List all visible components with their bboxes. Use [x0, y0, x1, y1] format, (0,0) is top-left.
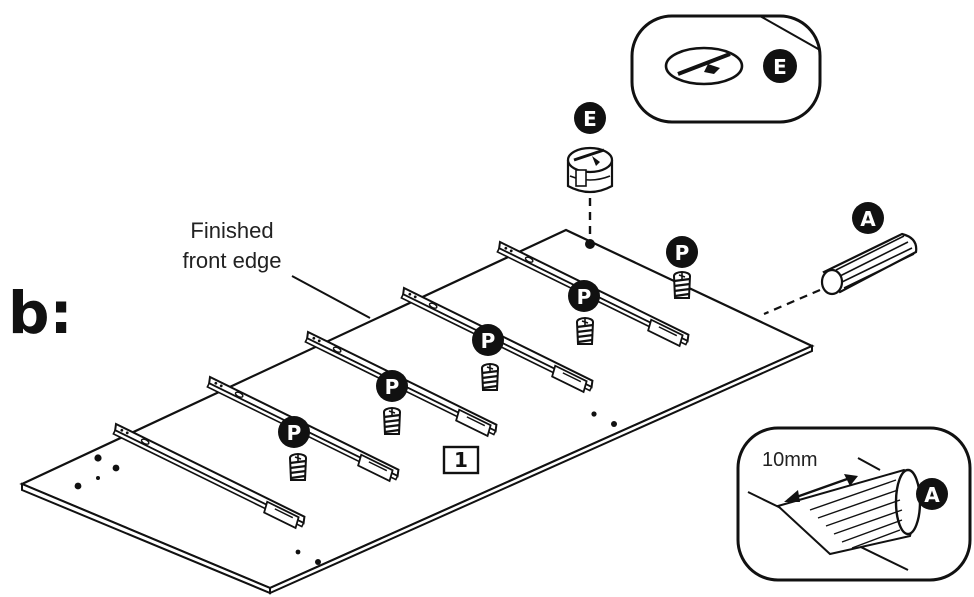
- part-badge-p-5: P: [666, 236, 698, 268]
- insert-screw-4: [575, 316, 595, 346]
- svg-text:P: P: [675, 241, 690, 265]
- part-badge-p-1: P: [278, 416, 310, 448]
- part-badge-e: E: [574, 102, 606, 134]
- part-badge-a: A: [852, 202, 884, 234]
- svg-text:P: P: [287, 421, 302, 445]
- svg-text:Finished: Finished: [190, 218, 273, 243]
- panel-number-box: 1: [442, 445, 480, 475]
- dowel: [763, 232, 918, 316]
- svg-text:P: P: [577, 285, 592, 309]
- panel: [19, 228, 815, 595]
- callout-top: E: [630, 14, 822, 124]
- svg-text:P: P: [481, 329, 496, 353]
- part-badge-p-4: P: [568, 280, 600, 312]
- svg-text:P: P: [385, 375, 400, 399]
- svg-text:E: E: [773, 55, 787, 79]
- svg-text:A: A: [924, 483, 940, 507]
- part-badge-p-2: P: [376, 370, 408, 402]
- insert-screw-1: [288, 452, 308, 482]
- callout-bottom: 10mm A: [736, 426, 972, 582]
- insert-screw-2: [382, 406, 402, 436]
- svg-text:A: A: [860, 207, 876, 231]
- svg-text:1: 1: [454, 448, 468, 472]
- cam-lock: [566, 146, 614, 236]
- insert-screw-3: [480, 362, 500, 392]
- front-edge-annotation: Finished front edge: [182, 218, 371, 319]
- svg-text:front edge: front edge: [182, 248, 281, 273]
- svg-text:10mm: 10mm: [762, 449, 818, 471]
- part-badge-p-3: P: [472, 324, 504, 356]
- step-label: b:: [8, 279, 73, 347]
- svg-text:E: E: [583, 107, 597, 131]
- insert-screw-5: [672, 270, 692, 300]
